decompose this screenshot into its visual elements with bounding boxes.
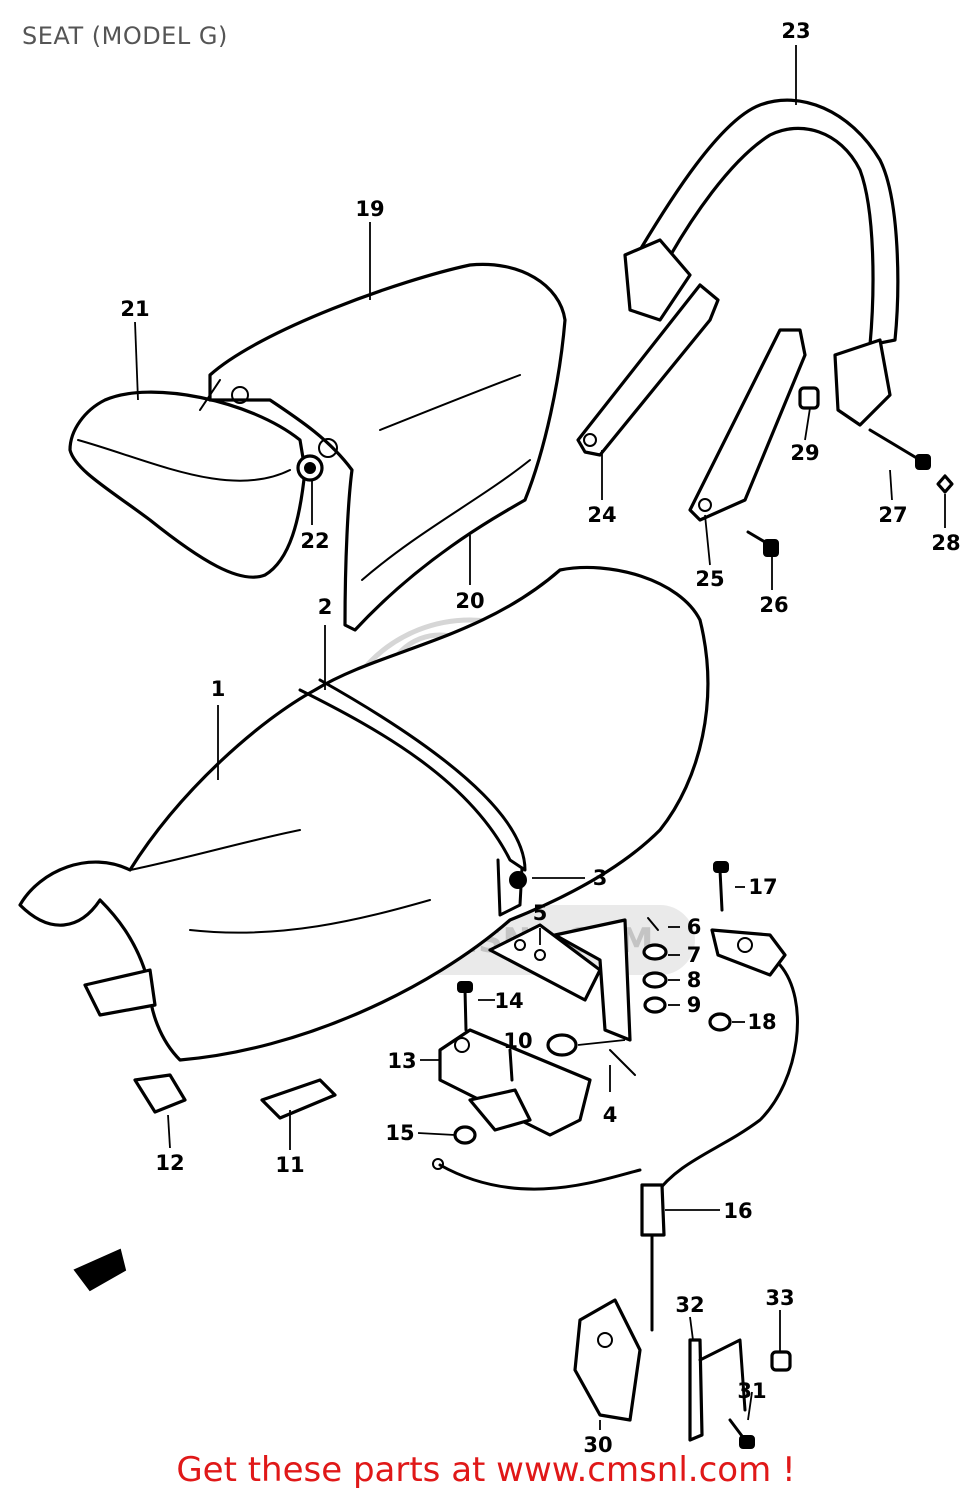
callout-29: 29 <box>790 441 819 465</box>
part-13-lock-plate <box>438 1028 592 1137</box>
callout-31: 31 <box>737 1379 766 1403</box>
callout-1: 1 <box>211 677 226 701</box>
part-1-seat <box>18 565 710 1062</box>
part-7-washer <box>642 943 668 961</box>
callout-10: 10 <box>503 1029 532 1053</box>
callout-21: 21 <box>120 297 149 321</box>
callout-16: 16 <box>723 1199 752 1223</box>
part-23-grab-rail <box>623 98 900 427</box>
footer-link[interactable]: Get these parts at www.cmsnl.com ! <box>176 1450 796 1490</box>
part-17-screw <box>713 861 729 912</box>
part-22-grommet <box>296 454 324 482</box>
callout-30: 30 <box>583 1433 612 1457</box>
part-32-lever <box>688 1338 747 1442</box>
callout-15: 15 <box>385 1121 414 1145</box>
callout-25: 25 <box>695 567 724 591</box>
callout-5: 5 <box>533 901 548 925</box>
callout-9: 9 <box>687 993 702 1017</box>
callout-18: 18 <box>747 1010 776 1034</box>
front-direction-arrow-icon <box>73 1248 127 1292</box>
part-14-bolt <box>457 981 473 1032</box>
callout-11: 11 <box>275 1153 304 1177</box>
part-16-cable <box>432 963 799 1332</box>
callout-24: 24 <box>587 503 616 527</box>
part-6-clip <box>647 917 659 931</box>
callout-33: 33 <box>765 1286 794 1310</box>
leader-lines <box>134 45 946 1430</box>
callout-6: 6 <box>687 915 702 939</box>
callout-26: 26 <box>759 593 788 617</box>
callout-22: 22 <box>300 529 329 553</box>
part-12-pad <box>133 1073 187 1114</box>
callout-2: 2 <box>318 595 333 619</box>
part-9-nut <box>643 996 667 1014</box>
callout-32: 32 <box>675 1293 704 1317</box>
part-19-tail-cover <box>199 262 567 632</box>
part-33-bolt <box>770 1350 792 1372</box>
callout-4: 4 <box>603 1103 618 1127</box>
part-11-pad <box>260 1078 337 1120</box>
part-29-spacer <box>798 386 820 410</box>
part-10-cap <box>546 1033 578 1057</box>
part-27-bolt <box>868 428 931 470</box>
callout-12: 12 <box>155 1151 184 1175</box>
part-26-bolt <box>746 530 779 557</box>
callout-20: 20 <box>455 589 484 613</box>
callout-17: 17 <box>748 875 777 899</box>
page-title: SEAT (MODEL G) <box>22 22 228 50</box>
part-25-bracket <box>688 328 807 522</box>
callout-13: 13 <box>387 1049 416 1073</box>
part-18-nut <box>708 1012 732 1032</box>
callout-labels: 23 19 21 22 20 24 25 26 29 27 28 2 1 3 5… <box>120 19 960 1457</box>
part-3-grommet <box>509 871 527 889</box>
part-24-bracket <box>576 283 720 457</box>
part-15-nut <box>453 1125 477 1145</box>
part-28-nut <box>936 474 954 494</box>
callout-27: 27 <box>878 503 907 527</box>
callout-3: 3 <box>593 866 608 890</box>
cable-holder <box>710 928 787 977</box>
callout-14: 14 <box>494 989 523 1013</box>
callout-23: 23 <box>781 19 810 43</box>
callout-19: 19 <box>355 197 384 221</box>
callout-8: 8 <box>687 968 702 992</box>
part-8-washer <box>642 971 668 989</box>
callout-7: 7 <box>687 943 702 967</box>
part-21-rear-pad <box>68 390 307 579</box>
part-30-lock <box>573 1298 642 1422</box>
part-4-bracket <box>553 918 636 1076</box>
callout-28: 28 <box>931 531 960 555</box>
part-31-bolt <box>728 1418 755 1449</box>
